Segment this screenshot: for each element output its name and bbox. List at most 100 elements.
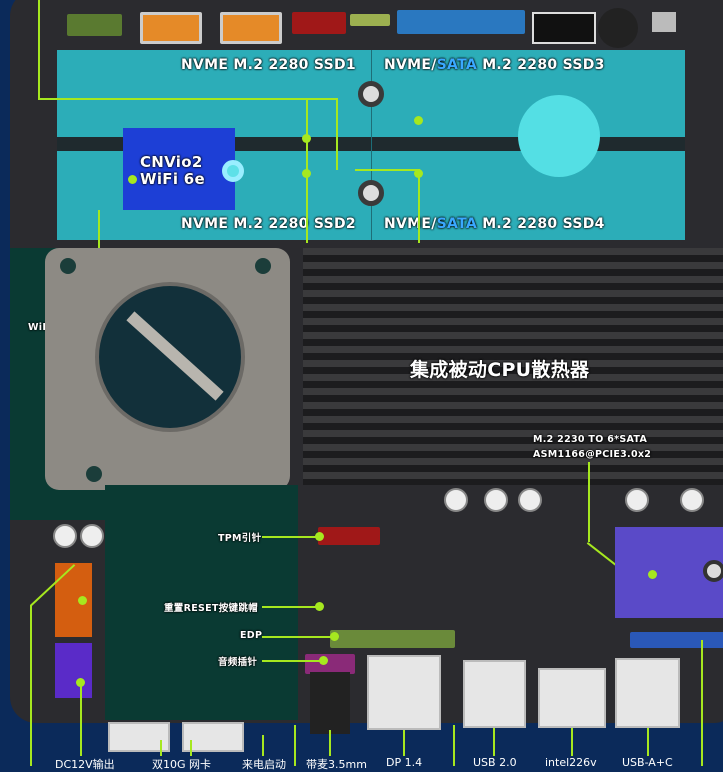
bottom-label-intel226v: intel226v [545, 756, 597, 769]
callout-line [647, 728, 649, 756]
callout-line [336, 98, 338, 170]
screw-icon [703, 560, 723, 582]
fan-partial-label: WiF [28, 322, 50, 333]
callout-line [294, 725, 296, 766]
bottom-label-audio-jack: 带麦3.5mm [306, 758, 367, 771]
callout-line [262, 735, 264, 756]
capacitor [444, 488, 468, 512]
bottom-label-dc12v: DC12V输出 [55, 758, 115, 771]
ssd3-sata: SATA [436, 57, 478, 73]
capacitor [518, 488, 542, 512]
callout-line [30, 605, 32, 766]
usb2-port [463, 660, 526, 728]
sfp-port-1 [108, 722, 170, 752]
ssd4-label: NVME/SATA M.2 2280 SSD4 [384, 216, 605, 232]
capacitor [53, 524, 77, 548]
ssd1-label: NVME M.2 2280 SSD1 [181, 57, 356, 73]
callout-dot [302, 169, 311, 178]
reset-label: 重置RESET按键跳帽 [164, 603, 258, 614]
usb-port-top [532, 12, 596, 44]
callout-line [588, 462, 590, 542]
wifi-screw [222, 160, 244, 182]
callout-line [262, 660, 324, 662]
callout-line [38, 0, 40, 100]
bottom-label-usb2: USB 2.0 [473, 756, 517, 769]
callout-dot [414, 116, 423, 125]
callout-line [701, 640, 703, 766]
intel226v-ethernet-port [538, 668, 606, 728]
callout-dot [330, 632, 339, 641]
callout-dot [76, 678, 85, 687]
ssd4-suffix: M.2 2280 SSD4 [477, 216, 605, 232]
ssd3-label: NVME/SATA M.2 2280 SSD3 [384, 57, 605, 73]
dual-10g-nic-card [105, 485, 298, 720]
bottom-label-usb-a-c: USB-A+C [622, 756, 673, 769]
fan-mount-hole [255, 258, 271, 274]
callout-dot [648, 570, 657, 579]
edp-header [330, 630, 455, 648]
capacitor [80, 524, 104, 548]
wifi-label-line2: WiFi 6e [140, 170, 206, 188]
ssd-divider-line [371, 50, 372, 240]
passive-cpu-heatsink [303, 248, 723, 485]
bottom-label-dual-10g: 双10G 网卡 [152, 758, 212, 771]
sata-port-2 [220, 12, 282, 44]
ssd2-label: NVME M.2 2280 SSD2 [181, 216, 356, 232]
red-header [292, 12, 346, 34]
capacitor [484, 488, 508, 512]
capacitor [625, 488, 649, 512]
edp-label: EDP [240, 630, 263, 641]
ssd3-prefix: NVME/ [384, 57, 437, 73]
callout-line [262, 636, 334, 638]
callout-line [571, 728, 573, 756]
usb-a-c-port [615, 658, 680, 728]
ssd-pad [518, 95, 600, 177]
dc-power-connector [55, 643, 92, 698]
callout-dot [319, 656, 328, 665]
callout-line [493, 728, 495, 756]
buzzer [598, 8, 638, 48]
callout-dot [315, 602, 324, 611]
wifi-module [123, 128, 235, 210]
heatsink-label: 集成被动CPU散热器 [410, 359, 590, 381]
audio-jack [310, 672, 350, 734]
callout-line [329, 730, 331, 756]
power-button [652, 12, 676, 32]
callout-line [403, 730, 405, 756]
tpm-label: TPM引针 [218, 533, 262, 544]
blue-header [630, 632, 723, 648]
blue-header-top [397, 10, 525, 34]
callout-line [38, 98, 338, 100]
audio-label: 音频插针 [218, 657, 258, 668]
callout-line [418, 169, 420, 243]
screw-icon [358, 81, 384, 107]
capacitor [680, 488, 704, 512]
sata-port-1 [140, 12, 202, 44]
callout-line [262, 536, 320, 538]
callout-line [453, 725, 455, 766]
fan-header-green [67, 14, 122, 36]
ssd4-sata: SATA [436, 216, 478, 232]
callout-line [190, 740, 192, 756]
callout-dot [78, 596, 87, 605]
callout-dot [302, 134, 311, 143]
wifi-label-line1: CNVio2 [140, 153, 203, 171]
ssd4-prefix: NVME/ [384, 216, 437, 232]
callout-dot [128, 175, 137, 184]
bottom-label-power-on: 来电启动 [242, 758, 286, 771]
callout-line [160, 740, 162, 756]
callout-line [262, 606, 320, 608]
screw-icon [358, 180, 384, 206]
fan-mount-hole [60, 258, 76, 274]
ssd3-suffix: M.2 2280 SSD3 [477, 57, 605, 73]
audio-header [305, 654, 355, 674]
callout-line [80, 682, 82, 756]
callout-dot [414, 169, 423, 178]
callout-line [355, 169, 419, 171]
callout-line [98, 210, 100, 250]
small-header [350, 14, 390, 26]
sfp-port-2 [182, 722, 244, 752]
callout-dot [315, 532, 324, 541]
